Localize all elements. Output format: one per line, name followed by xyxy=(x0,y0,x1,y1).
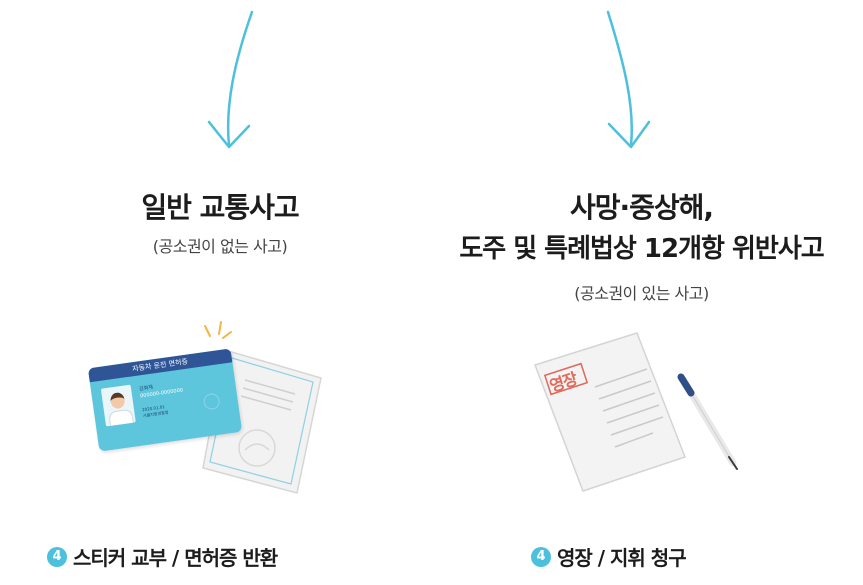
right-result-label: 영장 / 지휘 청구 xyxy=(557,546,687,570)
right-title-line1: 사망·중상해, xyxy=(569,191,714,224)
left-result: 4 스티커 교부 / 면허증 반환 xyxy=(47,542,278,571)
warrant-paper-icon xyxy=(534,332,738,492)
license-seal-icon xyxy=(202,392,221,411)
warrant-illustration: 영장 xyxy=(525,325,745,505)
right-down-arrow-icon xyxy=(606,10,651,149)
right-title-line2: 도주 및 특례법상 12개항 위반사고 xyxy=(459,234,824,264)
license-illustration: 자동차 운전 면허증 김화재 000000-0000000 2020.01.01… xyxy=(85,318,345,498)
step-number-badge: 4 xyxy=(531,546,551,567)
step-number-badge: 4 xyxy=(47,546,67,567)
left-result-label: 스티커 교부 / 면허증 반환 xyxy=(73,546,278,570)
left-down-arrow-icon xyxy=(207,10,254,149)
right-subtitle: (공소권이 있는 사고) xyxy=(574,284,709,303)
left-title: 일반 교통사고 xyxy=(141,191,299,224)
left-subtitle: (공소권이 없는 사고) xyxy=(152,237,288,256)
license-photo xyxy=(100,384,136,427)
avatar xyxy=(109,391,126,410)
right-result: 4 영장 / 지휘 청구 xyxy=(531,542,687,571)
